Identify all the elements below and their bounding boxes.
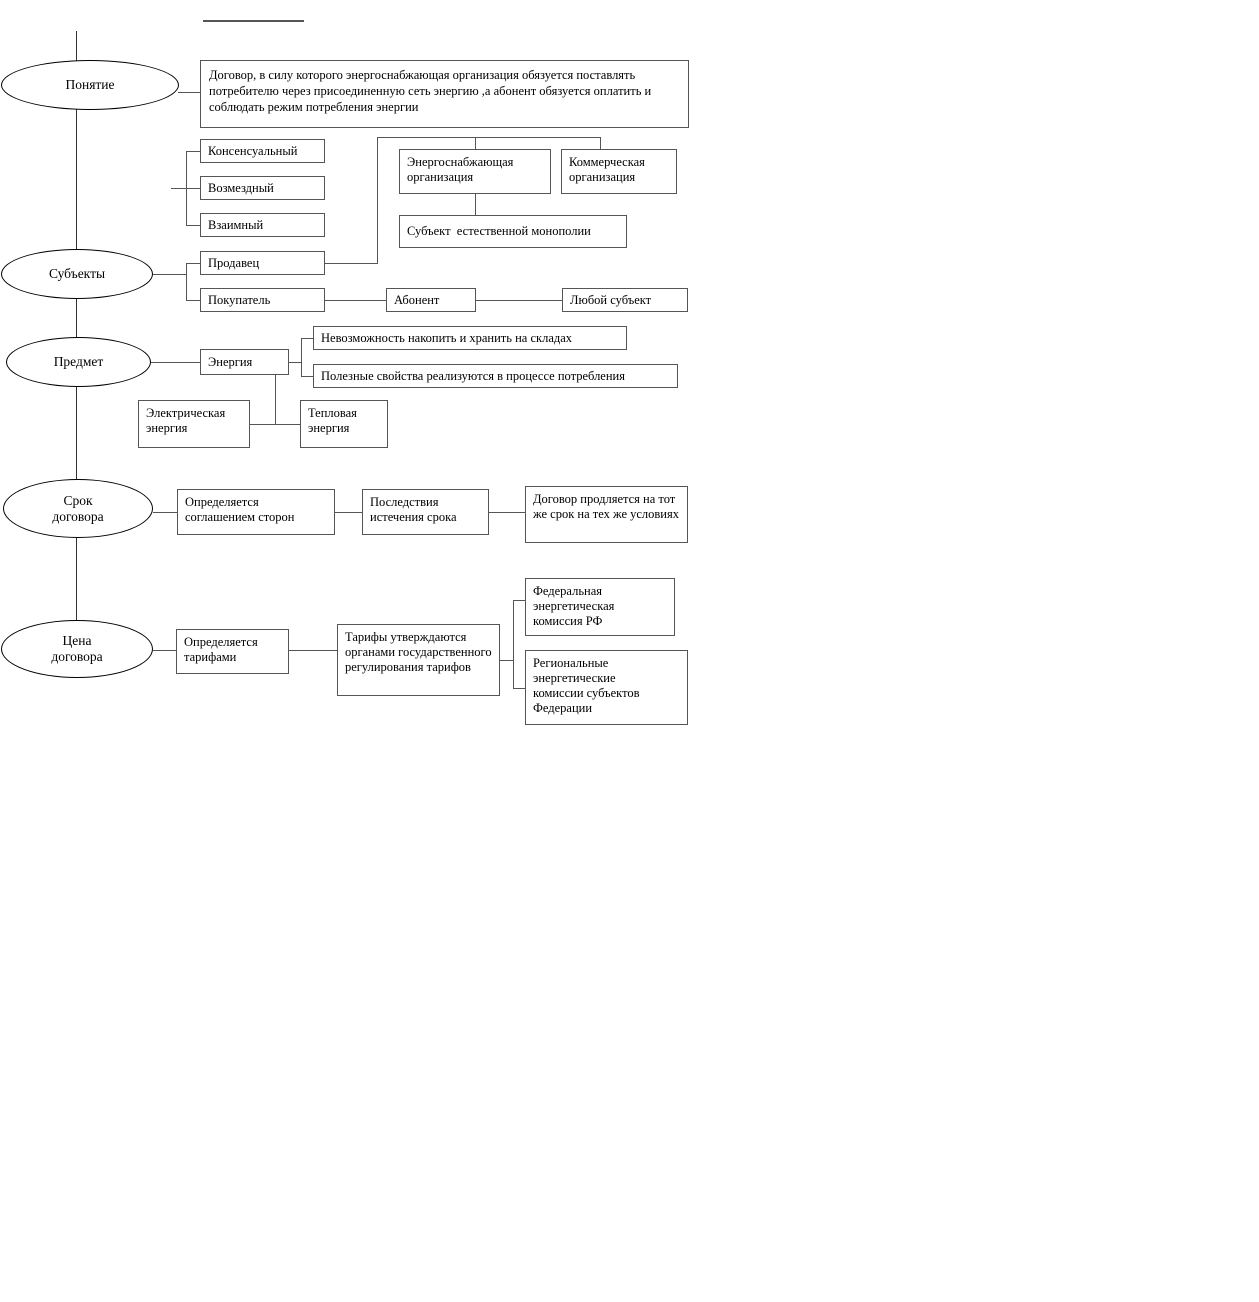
connector-subekty-to-pokupatel	[186, 300, 201, 301]
connector-tarifami-to-tarify	[289, 650, 337, 651]
node-vozmezdnyj[interactable]: Возмездный	[200, 176, 325, 200]
node-opredelyaetsya-tarifami[interactable]: Определяется тарифами	[176, 629, 289, 674]
connector-properties-to-vozmezdnyj	[171, 188, 201, 189]
connector-cena-to-tarifami	[153, 650, 177, 651]
node-vzaimnyj[interactable]: Взаимный	[200, 213, 325, 237]
connector-org-bracket-to-energosnab	[475, 137, 476, 150]
spine-segment-top	[76, 31, 78, 67]
connector-ponyatie-definition	[178, 92, 201, 93]
connector-energiya-to-nevozmozhnost	[301, 338, 314, 339]
connector-posledstviya-to-prodlenie	[489, 512, 526, 513]
connector-energiya-out	[289, 362, 302, 363]
node-subekty[interactable]: Субъекты	[1, 249, 153, 299]
node-lyuboj-subekt[interactable]: Любой субъект	[562, 288, 688, 312]
connector-tarify-out	[500, 660, 514, 661]
connector-subekty-out	[153, 274, 186, 275]
node-subekt-monopolii[interactable]: Субъект естественной монополии	[399, 215, 627, 248]
node-energosnabzhayushchaya[interactable]: Энергоснабжающая организация	[399, 149, 551, 194]
connector-prodavec-to-org-vertical	[377, 137, 378, 263]
connector-properties-to-vzaimnyj	[186, 225, 201, 226]
node-cena-dogovora[interactable]: Цена договора	[1, 620, 153, 678]
connector-elektricheskaya-to-teplovaya	[250, 424, 301, 425]
node-elektricheskaya-energiya[interactable]: Электрическая энергия	[138, 400, 250, 448]
connector-komissii-bracket-vertical	[513, 600, 514, 688]
node-predmet[interactable]: Предмет	[6, 337, 151, 387]
connector-org-bracket-top	[377, 137, 601, 138]
connector-energiya-to-poleznye	[301, 376, 314, 377]
node-poleznye-svojstva[interactable]: Полезные свойства реализуются в процессе…	[313, 364, 678, 388]
connector-pokupatel-to-abonent	[325, 300, 387, 301]
connector-to-regionalnye	[513, 688, 526, 689]
connector-energiya-down	[275, 375, 276, 424]
connector-properties-to-konsensualnyj	[186, 151, 201, 152]
node-teplovaya-energiya[interactable]: Тепловая энергия	[300, 400, 388, 448]
spine-segment-predmet-srok	[76, 375, 78, 490]
node-tarify-utverzhdayutsya[interactable]: Тарифы утверждаются органами государстве…	[337, 624, 500, 696]
connector-predmet-to-energiya	[151, 362, 201, 363]
node-srok-dogovora[interactable]: Срок договора	[3, 479, 153, 538]
connector-opredelyaetsya-to-posledstviya	[335, 512, 362, 513]
node-abonent[interactable]: Абонент	[386, 288, 476, 312]
spine-segment-ponyatie-subekty	[76, 103, 78, 261]
spine-segment-subekty-predmet	[76, 287, 78, 349]
node-opredelyaetsya-soglasheniem[interactable]: Определяется соглашением сторон	[177, 489, 335, 535]
connector-abonent-to-lyuboj	[476, 300, 563, 301]
node-federalnaya-komissiya[interactable]: Федеральная энергетическая комиссия РФ	[525, 578, 675, 636]
node-dogovor-prodlyaetsya[interactable]: Договор продляется на тот же срок на тех…	[525, 486, 688, 543]
node-posledstviya[interactable]: Последствия истечения срока	[362, 489, 489, 535]
node-regionalnye-komissii[interactable]: Региональные энергетические комиссии суб…	[525, 650, 688, 725]
spine-segment-srok-cena	[76, 538, 78, 632]
connector-subekty-bracket-vertical	[186, 263, 187, 300]
connector-to-federalnaya	[513, 600, 526, 601]
node-prodavec[interactable]: Продавец	[200, 251, 325, 275]
node-nevozmozhnost[interactable]: Невозможность накопить и хранить на скла…	[313, 326, 627, 350]
node-kommercheskaya[interactable]: Коммерческая организация	[561, 149, 677, 194]
connector-energiya-bracket-vertical	[301, 338, 302, 376]
node-konsensualnyj[interactable]: Консенсуальный	[200, 139, 325, 163]
node-ponyatie[interactable]: Понятие	[1, 60, 179, 110]
connector-srok-to-opredelyaetsya	[153, 512, 178, 513]
connector-energosnab-to-monopoly	[475, 194, 476, 215]
node-pokupatel[interactable]: Покупатель	[200, 288, 325, 312]
connector-org-bracket-to-kommercheskaya	[600, 137, 601, 150]
node-energiya[interactable]: Энергия	[200, 349, 289, 375]
connector-subekty-to-prodavec	[186, 263, 201, 264]
node-definition[interactable]: Договор, в силу которого энергоснабжающа…	[200, 60, 689, 128]
connector-prodavec-to-org-horizontal	[325, 263, 378, 264]
top-rule-decoration	[203, 20, 304, 22]
